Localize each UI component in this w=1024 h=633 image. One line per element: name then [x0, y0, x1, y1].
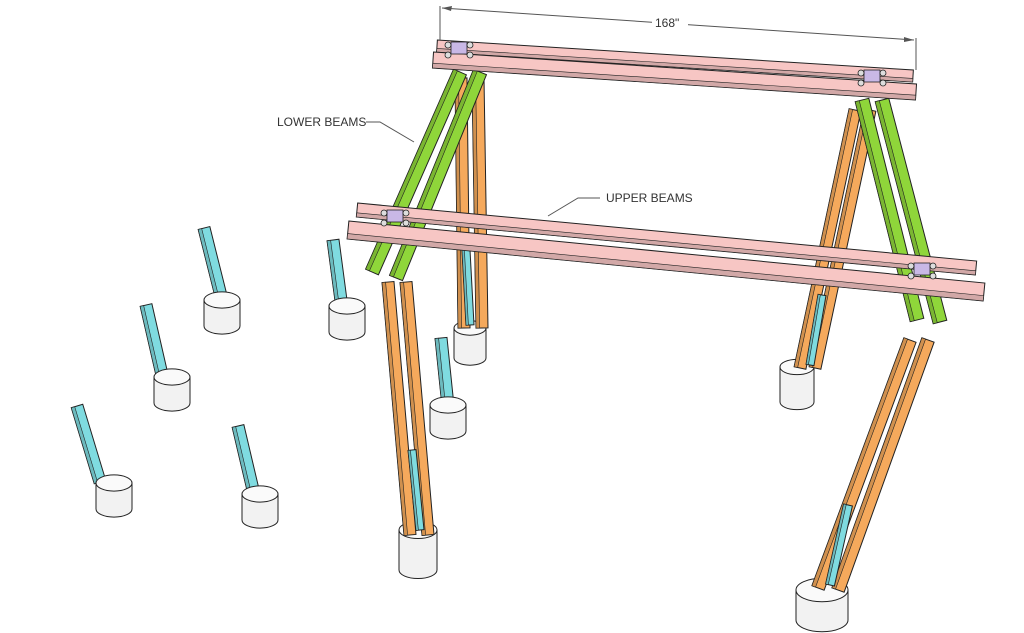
bolt-icon	[402, 219, 410, 227]
bracket	[907, 262, 937, 280]
bolt-icon	[857, 79, 865, 87]
post-stub	[407, 449, 425, 531]
post-back-left	[471, 77, 489, 329]
lower-beams-label: LOWER BEAMS	[277, 115, 366, 129]
upper-beams-label: UPPER BEAMS	[606, 191, 693, 205]
bolt-icon	[907, 262, 915, 270]
bolt-icon	[444, 51, 452, 59]
post-stub	[139, 303, 169, 377]
post-stub	[231, 424, 261, 496]
callout-lower-beams: LOWER BEAMS	[277, 115, 415, 143]
callout-upper-beams: UPPER BEAMS	[547, 191, 693, 217]
bolt-icon	[380, 209, 388, 217]
upper-beam-front	[346, 220, 986, 302]
post-stub	[825, 503, 853, 587]
upper-beams	[346, 39, 986, 302]
bolt-icon	[444, 41, 452, 49]
bolt-icon	[857, 69, 865, 77]
bolt-icon	[402, 209, 410, 217]
bolt-icon	[380, 219, 388, 227]
post-front-right	[811, 337, 917, 591]
upper-beam-back	[431, 51, 918, 101]
bolt-icon	[929, 262, 937, 270]
concrete-footing	[328, 297, 366, 341]
post-stub	[434, 336, 455, 408]
bracket	[380, 209, 410, 227]
leader-line	[366, 121, 415, 143]
upper-beam-back	[436, 39, 914, 83]
concrete-footing	[241, 485, 279, 529]
bolt-icon	[879, 69, 887, 77]
concrete-footing	[95, 474, 133, 518]
post-stub	[461, 249, 475, 326]
footings-layer	[70, 225, 467, 529]
bolt-icon	[907, 272, 915, 280]
post-front-left	[399, 280, 435, 537]
post-stub	[805, 293, 827, 367]
concrete-footing	[429, 396, 467, 440]
leader-line	[547, 197, 600, 217]
bolt-icon	[466, 41, 474, 49]
post-stub	[197, 225, 229, 303]
upper-beam-front	[355, 202, 978, 276]
bolt-icon	[929, 272, 937, 280]
bolt-icon	[879, 79, 887, 87]
concrete-footing	[203, 291, 241, 335]
post-stub	[70, 403, 107, 485]
bracket	[857, 69, 887, 87]
bolt-icon	[466, 51, 474, 59]
concrete-footing	[153, 368, 191, 412]
dimension-label: 168"	[655, 16, 679, 30]
bracket	[444, 41, 474, 59]
post-front-right	[831, 337, 935, 593]
dimension-168: 168"	[439, 6, 917, 70]
